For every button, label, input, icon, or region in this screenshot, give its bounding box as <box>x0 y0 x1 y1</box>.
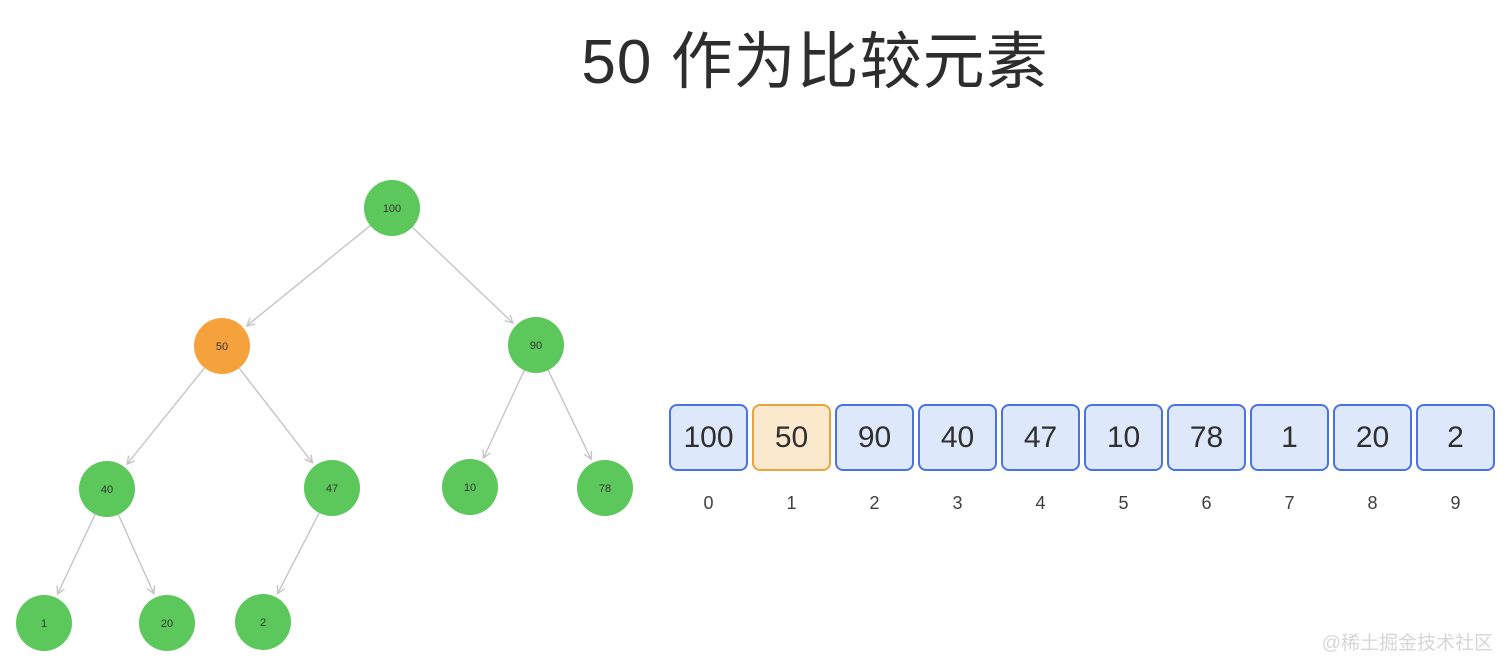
array-cell-9: 2 <box>1416 404 1495 471</box>
tree-node-label: 90 <box>530 340 542 352</box>
array-index-label: 3 <box>952 493 963 513</box>
array-item: 50 1 <box>752 404 831 514</box>
tree-edge <box>238 367 314 464</box>
array-cell-8: 20 <box>1333 404 1412 471</box>
tree-node-circle <box>235 594 291 650</box>
array-index-label: 0 <box>703 493 714 513</box>
array-cell-3: 40 <box>918 404 997 471</box>
tree-node-label: 40 <box>101 484 113 496</box>
tree-edge <box>126 367 206 466</box>
array-cell-7: 1 <box>1250 404 1329 471</box>
tree-edge <box>56 514 96 596</box>
tree-node-label: 50 <box>216 341 228 353</box>
tree-node-label: 10 <box>464 482 476 494</box>
tree-node-47: 47 <box>304 460 360 516</box>
tree-edge <box>276 512 320 595</box>
tree-node-circle <box>194 318 250 374</box>
array-index-label: 6 <box>1201 493 1212 513</box>
tree-node-circle <box>442 459 498 515</box>
array-index-label: 1 <box>786 493 797 513</box>
tree-node-label: 47 <box>326 483 338 495</box>
tree-edge <box>411 226 514 324</box>
array-index-label: 8 <box>1367 493 1378 513</box>
array-cell-6: 78 <box>1167 404 1246 471</box>
tree-edge <box>547 369 593 461</box>
tree-node-90: 90 <box>508 317 564 373</box>
tree-node-50: 50 <box>194 318 250 374</box>
page-title: 50 作为比较元素 <box>581 28 1049 97</box>
tree-edge <box>117 514 156 596</box>
array-item: 90 2 <box>835 404 914 514</box>
tree-node-label: 100 <box>383 203 401 215</box>
tree-node-circle <box>16 595 72 651</box>
tree-node-20: 20 <box>139 595 195 651</box>
array-item: 20 8 <box>1333 404 1412 514</box>
array-cell-0: 100 <box>669 404 748 471</box>
tree-node-label: 1 <box>41 618 47 630</box>
array-item: 10 5 <box>1084 404 1163 514</box>
tree-edge <box>245 225 371 327</box>
tree-node-100: 100 <box>364 180 420 236</box>
array-item: 40 3 <box>918 404 997 514</box>
array-index-label: 7 <box>1284 493 1295 513</box>
array-index-label: 4 <box>1035 493 1046 513</box>
array-item: 100 0 <box>669 404 748 514</box>
array-cell-4: 47 <box>1001 404 1080 471</box>
tree-node-circle <box>79 461 135 517</box>
tree-node-label: 20 <box>161 618 173 630</box>
tree-node-circle <box>364 180 420 236</box>
tree-node-circle <box>139 595 195 651</box>
tree-edge <box>482 370 525 460</box>
tree-node-circle <box>508 317 564 373</box>
array-index-label: 9 <box>1450 493 1461 513</box>
tree-node-circle <box>577 460 633 516</box>
array-cell-5: 10 <box>1084 404 1163 471</box>
array-cell-1: 50 <box>752 404 831 471</box>
tree-node-label: 2 <box>260 617 266 629</box>
array-index-label: 2 <box>869 493 880 513</box>
array-item: 78 6 <box>1167 404 1246 514</box>
watermark: @稀土掘金技术社区 <box>1321 633 1493 654</box>
tree-node-label: 78 <box>599 483 611 495</box>
tree-node-78: 78 <box>577 460 633 516</box>
tree-node-2: 2 <box>235 594 291 650</box>
array-cell-2: 90 <box>835 404 914 471</box>
tree-node-1: 1 <box>16 595 72 651</box>
tree-node-10: 10 <box>442 459 498 515</box>
array-index-label: 5 <box>1118 493 1129 513</box>
tree-node-circle <box>304 460 360 516</box>
array-item: 47 4 <box>1001 404 1080 514</box>
tree-node-40: 40 <box>79 461 135 517</box>
